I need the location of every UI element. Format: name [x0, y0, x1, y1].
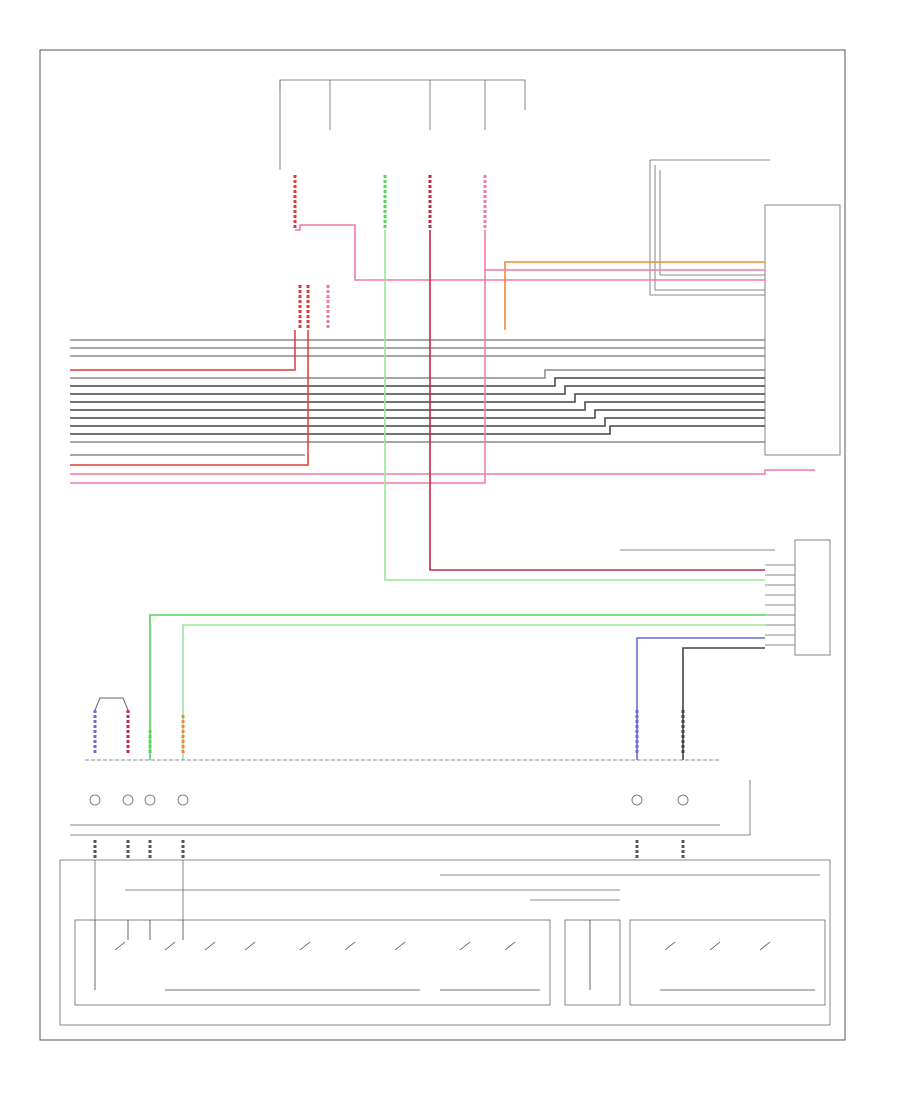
harness-bundle [70, 270, 815, 484]
mid-switch-box [564, 919, 621, 1006]
junction-stubs [93, 840, 685, 860]
junction-row [70, 759, 751, 836]
top-connectors [293, 175, 487, 330]
right-mid-module [620, 539, 831, 656]
bottom-bus [59, 859, 831, 1026]
right-switch-box [629, 919, 826, 1006]
vertical-runs [149, 230, 765, 760]
left-switch-box [74, 919, 551, 1006]
diagram-frame [39, 49, 846, 1041]
feed-wires [295, 224, 765, 330]
top-splice-block [279, 79, 526, 170]
right-top-module [649, 159, 841, 456]
lower-connectors [93, 697, 685, 755]
